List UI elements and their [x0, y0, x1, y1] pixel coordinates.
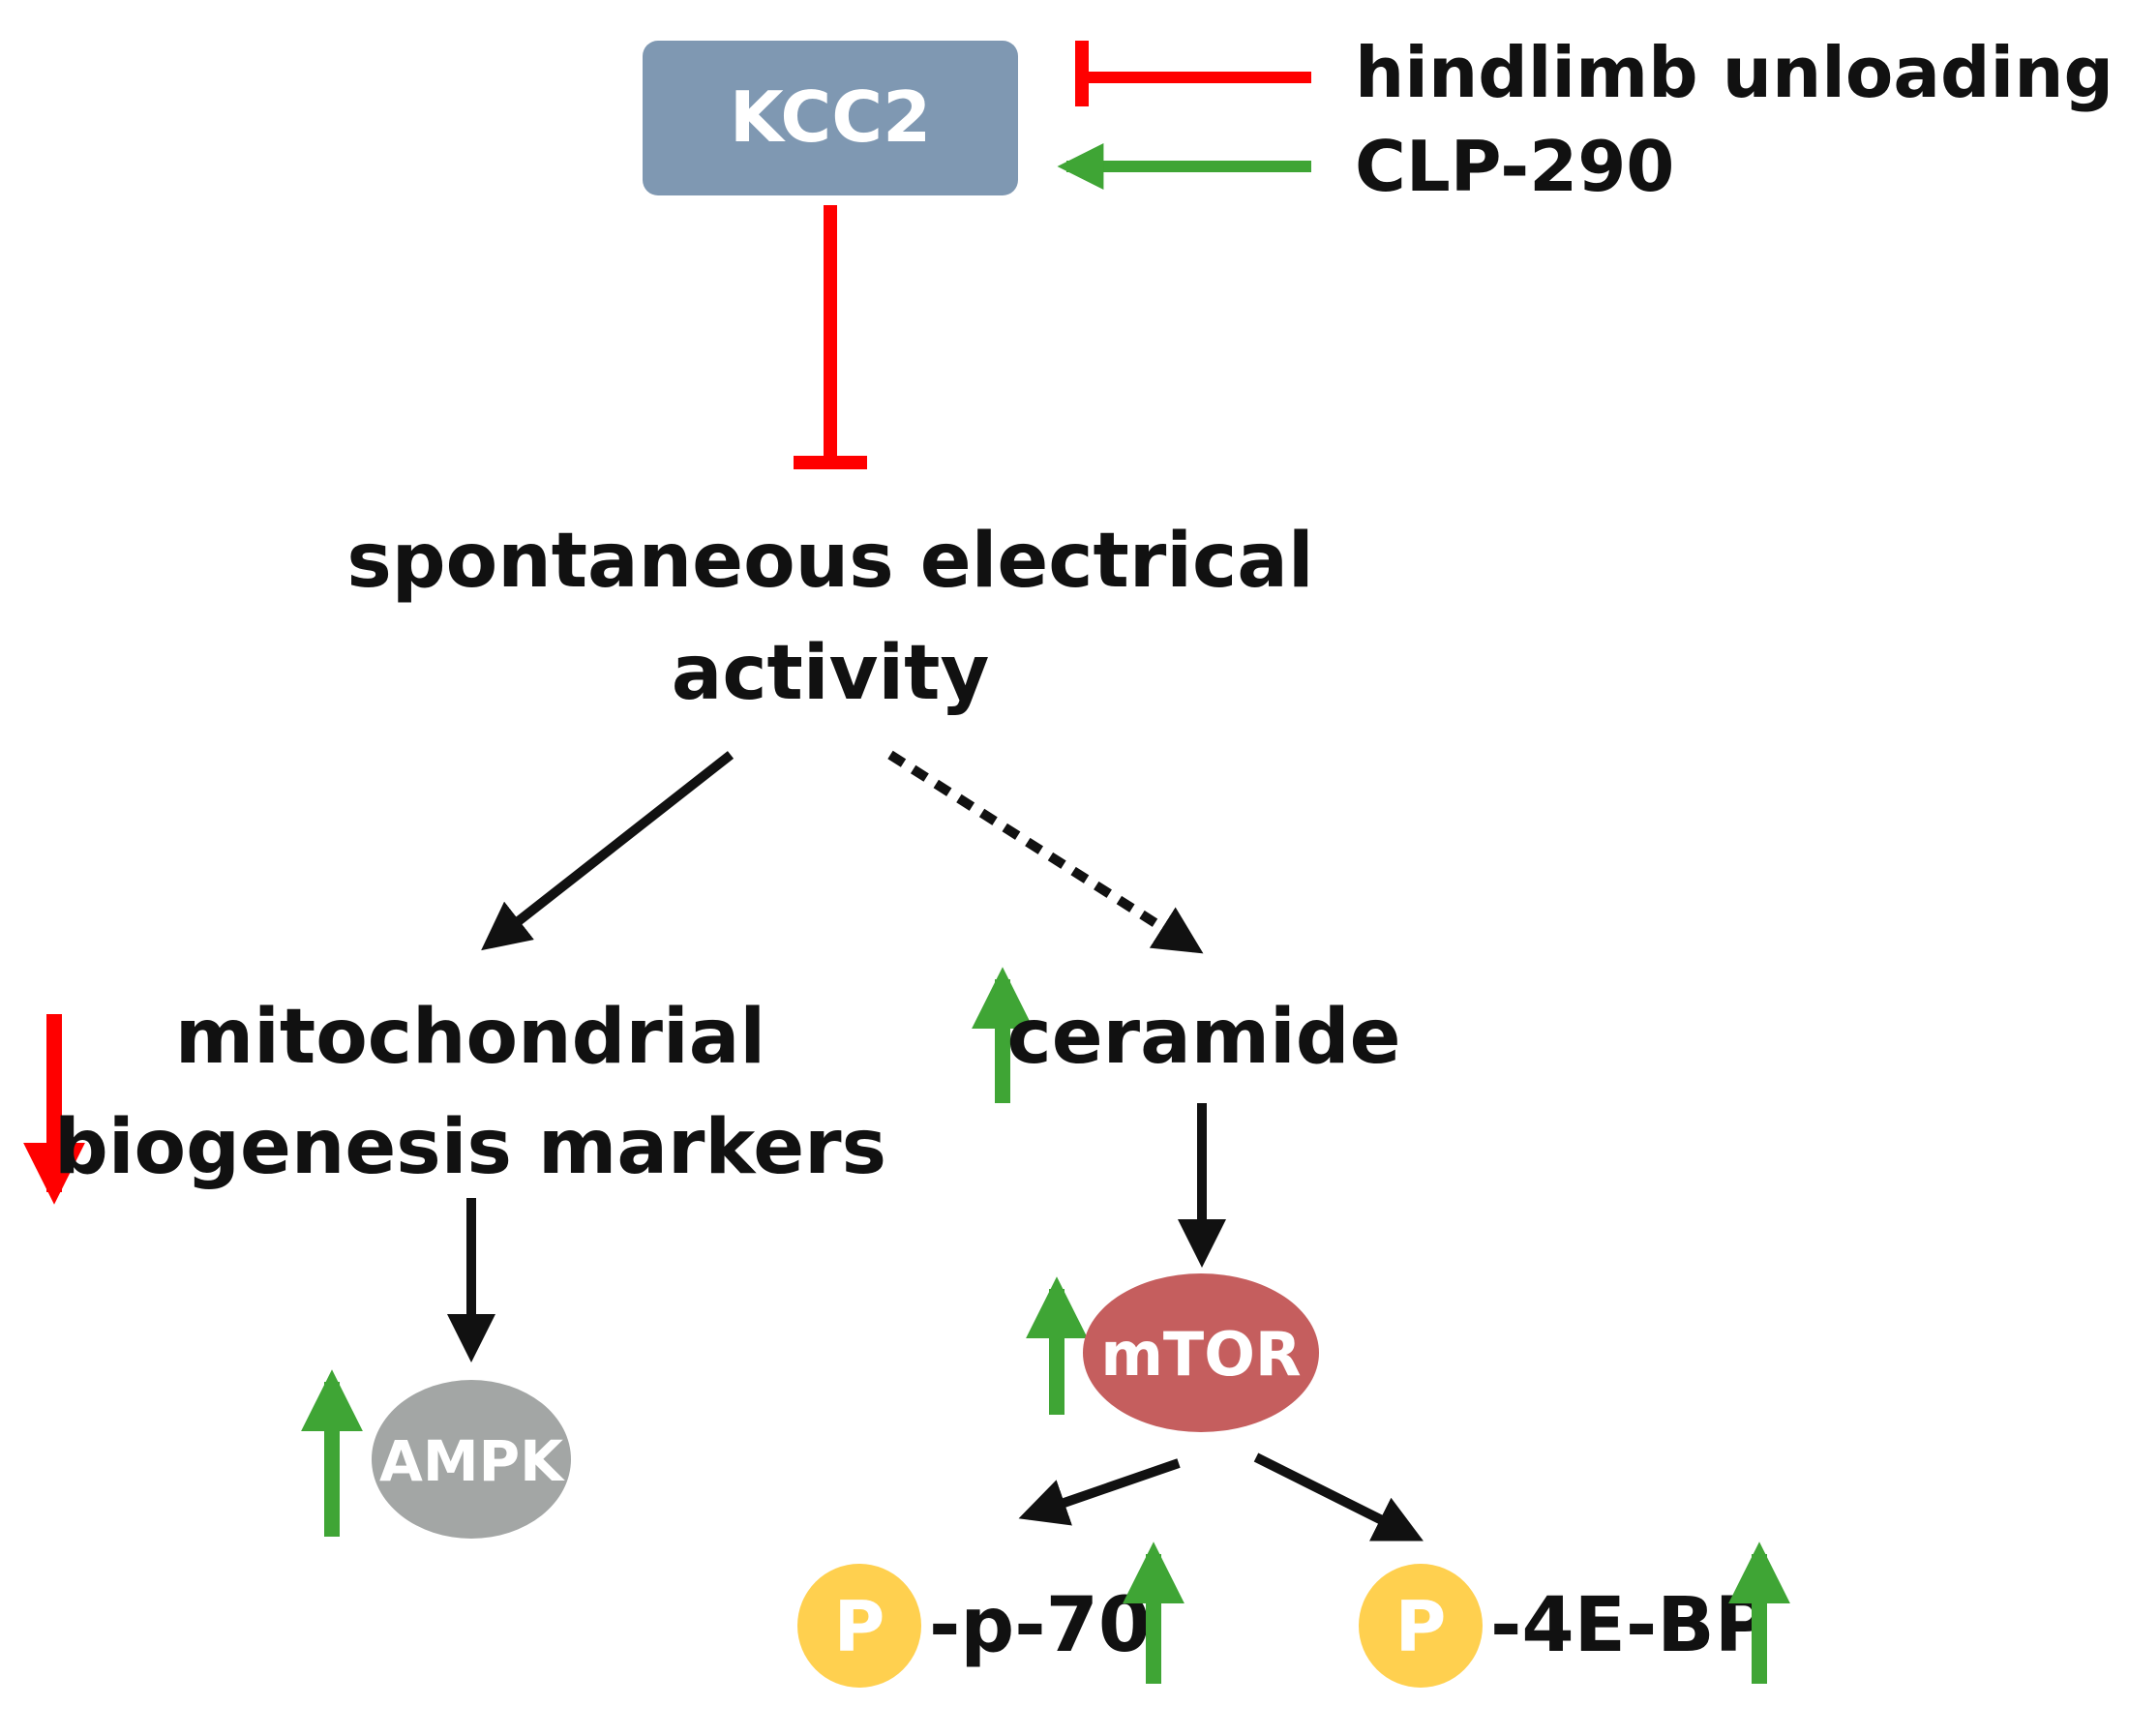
hindlimb-unloading-label: hindlimb unloading — [1355, 32, 2114, 113]
mito-biogenesis-label-line1: mitochondrial — [175, 994, 765, 1081]
kcc2-node — [643, 41, 1018, 195]
spontaneous-activity-label-line2: activity — [672, 630, 990, 717]
4ebp-phospho-circle — [1359, 1564, 1483, 1688]
clp290-label: CLP-290 — [1355, 126, 1674, 207]
ceramide-label: ceramide — [1007, 994, 1401, 1081]
mtor-node — [1083, 1273, 1319, 1432]
spontaneous-activity-label-line1: spontaneous electrical — [346, 518, 1313, 605]
kcc2-label: KCC2 — [730, 76, 931, 158]
ampk-node — [372, 1380, 571, 1539]
activity-to-ceramide-dashed-arrow — [887, 750, 1204, 954]
mtor-label: mTOR — [1100, 1319, 1301, 1390]
4ebp-label: -4E-BP — [1490, 1582, 1770, 1669]
p70-label: -p-70 — [929, 1582, 1151, 1669]
4ebp-phospho-label: P — [1395, 1586, 1447, 1667]
activity-to-mito-arrow — [481, 751, 735, 951]
p70-phospho-label: P — [834, 1586, 885, 1667]
mtor-to-4ebp-arrow — [1253, 1452, 1424, 1541]
p70-phospho-circle — [797, 1564, 921, 1688]
ampk-label: AMPK — [379, 1428, 565, 1494]
mito-biogenesis-label-line2: biogenesis markers — [54, 1104, 886, 1191]
mtor-to-p70-arrow — [1018, 1458, 1181, 1526]
